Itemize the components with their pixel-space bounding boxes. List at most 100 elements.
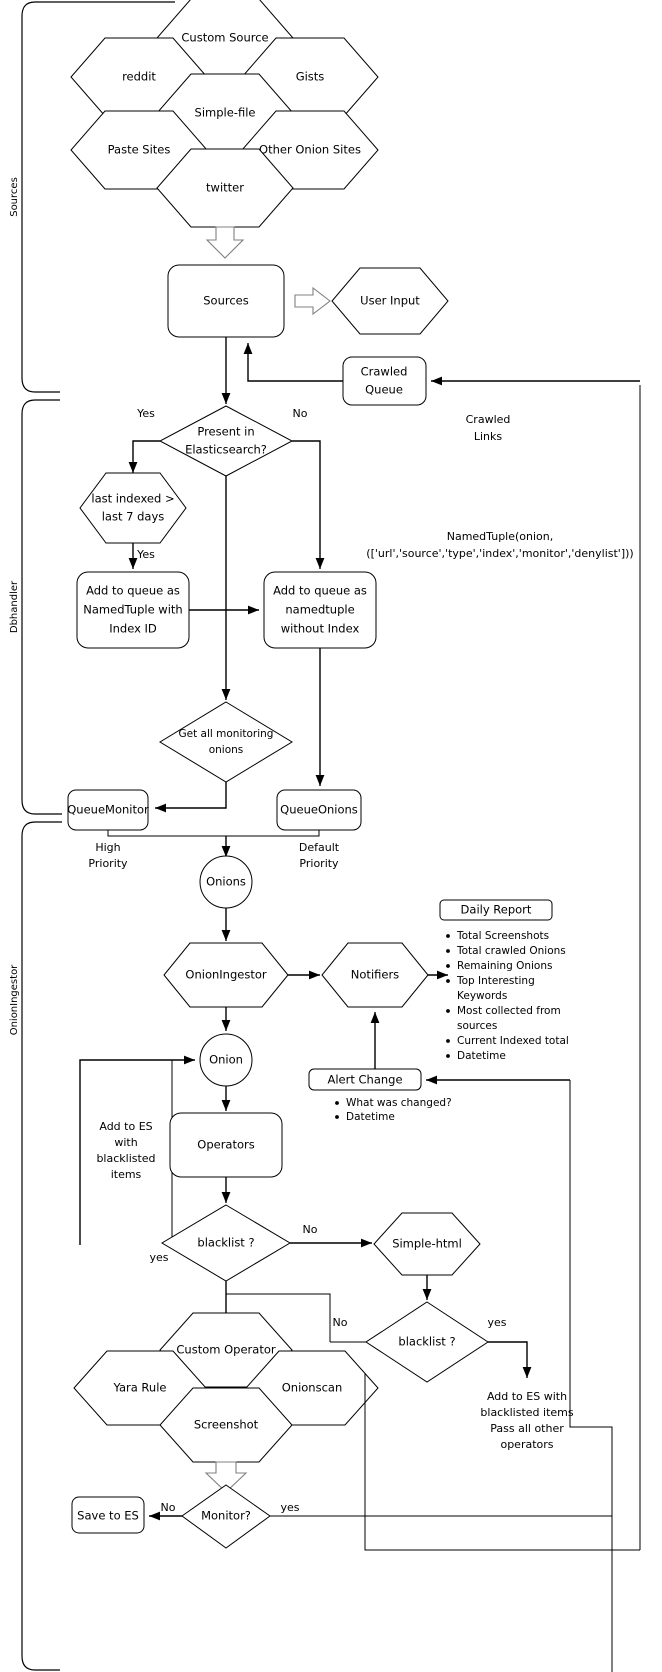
edge-label-crawled-links-line2: Links (474, 430, 503, 443)
edge-blacklist2-yes-to-addes (488, 1341, 532, 1378)
node-label-crawled-queue-line1: Crawled (361, 365, 408, 379)
node-label-last-indexed-line1: last indexed > (91, 492, 174, 506)
edge-label-yes-monitor: yes (280, 1501, 299, 1514)
hex-screenshot[interactable] (159, 1387, 293, 1463)
edge-blacklist1-right-branch (226, 1293, 331, 1342)
daily-report-item: Current Indexed total (457, 1035, 569, 1047)
edge-label-yes-indexed: Yes (136, 548, 155, 561)
node-label-queue-onions: QueueOnions (280, 803, 358, 817)
node-label-alert-change: Alert Change (327, 1073, 402, 1087)
daily-report-item: Keywords (457, 990, 507, 1002)
node-label-blacklist-2: blacklist ? (398, 1335, 455, 1349)
node-label-addqueue-without-line1: Add to queue as (273, 584, 367, 598)
hex-label-simple-file: Simple-file (195, 106, 256, 120)
annotation-add-es-left-line3: blacklisted (96, 1152, 155, 1165)
hex-label-gists: Gists (296, 70, 325, 84)
node-label-present-line2: Elasticsearch? (185, 443, 267, 457)
lane-label-onioningestor: OnionIngestor (9, 964, 20, 1035)
node-label-addqueue-with-line1: Add to queue as (86, 584, 180, 598)
annotation-add-es-left-line4: items (111, 1168, 142, 1181)
node-alert-change-box[interactable] (308, 1068, 422, 1091)
block-arrow-user-input-left (294, 286, 331, 316)
bullet-dot (446, 934, 450, 938)
node-user-input[interactable] (331, 267, 449, 335)
node-label-addqueue-with-line2: NamedTuple with (83, 603, 182, 617)
daily-report-item: Total Screenshots (456, 930, 549, 942)
hex-label-paste-sites: Paste Sites (108, 143, 171, 157)
edge-crawledqueue-to-sources (243, 343, 343, 382)
bullet-dot (446, 1039, 450, 1043)
annotation-add-es-right-line1: Add to ES with (487, 1390, 567, 1403)
node-label-monitoring-line2: onions (209, 744, 244, 756)
annotation-namedtuple-line2: (['url','source','type','index','monitor… (366, 547, 633, 560)
lane-bracket-dbhandler: Dbhandler (9, 399, 62, 815)
block-arrow-sources-down (205, 226, 245, 259)
node-simple-html[interactable] (373, 1212, 481, 1276)
edge-label-no-monitor: No (161, 1501, 176, 1514)
edge-label-yes-blacklist1: yes (149, 1251, 168, 1264)
node-label-simple-html: Simple-html (392, 1237, 462, 1251)
annotation-add-es-left-line2: with (114, 1136, 137, 1149)
alert-change-item: Datetime (346, 1111, 395, 1123)
node-save-to-es[interactable] (71, 1496, 145, 1534)
daily-report-item: sources (457, 1020, 497, 1032)
hex-twitter[interactable] (156, 148, 294, 228)
lane-bracket-sources: Sources (9, 1, 175, 393)
daily-report-item: Datetime (457, 1050, 506, 1062)
node-onion-ingestor[interactable] (163, 942, 289, 1008)
node-daily-report-box[interactable] (439, 899, 553, 921)
node-label-last-indexed-line2: last 7 days (102, 510, 165, 524)
hex-label-custom-operator: Custom Operator (176, 1343, 275, 1357)
node-label-queue-monitor: QueueMonitor (67, 803, 149, 817)
block-arrow-screenshot-down (204, 1461, 248, 1493)
node-label-monitor: Monitor? (201, 1509, 251, 1523)
hex-label-other-onion-sites: Other Onion Sites (259, 143, 361, 157)
node-label-user-input: User Input (360, 294, 420, 308)
hex-label-reddit: reddit (122, 70, 156, 84)
edge-label-high-priority-line2: Priority (88, 857, 128, 870)
bullet-dot (446, 949, 450, 953)
node-label-addqueue-without-line2: namedtuple (285, 603, 354, 617)
daily-report-item: Remaining Onions (457, 960, 552, 972)
bullet-dot (335, 1101, 339, 1105)
node-label-daily-report: Daily Report (461, 903, 532, 917)
annotation-add-es-right-line2: blacklisted items (480, 1406, 573, 1419)
source-honeycomb: Custom Source reddit Gists Simple-file P… (70, 0, 379, 228)
bullet-dot (446, 1009, 450, 1013)
daily-report-item: Top Interesting (456, 975, 535, 987)
edge-label-high-priority-line1: High (95, 841, 120, 854)
lane-label-dbhandler: Dbhandler (9, 580, 20, 633)
hex-label-yara-rule: Yara Rule (113, 1381, 167, 1395)
node-blacklist-check-2[interactable] (365, 1301, 489, 1383)
edge-label-no-blacklist1: No (303, 1223, 318, 1236)
daily-report-item: Most collected from (457, 1005, 561, 1017)
edge-queues-merge (107, 830, 320, 837)
node-label-notifiers: Notifiers (351, 968, 399, 982)
edge-label-yes-blacklist2: yes (487, 1316, 506, 1329)
node-monitor-check[interactable] (181, 1484, 271, 1549)
edge-label-crawled-links-line1: Crawled (466, 413, 511, 426)
custom-operator-honeycomb: Custom Operator Yara Rule Onionscan Scre… (73, 1312, 379, 1463)
daily-report-item: Total crawled Onions (456, 945, 566, 957)
node-label-blacklist-1: blacklist ? (197, 1236, 254, 1250)
alert-change-item: What was changed? (346, 1097, 452, 1109)
edge-label-no-blacklist2: No (333, 1316, 348, 1329)
node-present-in-elasticsearch[interactable] (158, 405, 294, 477)
hex-label-custom-source: Custom Source (181, 31, 268, 45)
node-label-operators: Operators (197, 1138, 254, 1152)
bullet-dot (446, 1054, 450, 1058)
bullet-dot (335, 1115, 339, 1119)
edge-label-yes-es: Yes (136, 407, 155, 420)
annotation-add-es-left-line1: Add to ES (99, 1120, 152, 1133)
node-label-addqueue-without-line3: without Index (281, 622, 360, 636)
annotation-add-es-right-line3: Pass all other (490, 1422, 564, 1435)
bullet-dot (446, 964, 450, 968)
node-label-sources-box: Sources (203, 294, 249, 308)
edge-label-default-priority-line1: Default (299, 841, 340, 854)
node-last-indexed[interactable] (79, 472, 187, 544)
node-notifiers[interactable] (321, 942, 429, 1008)
node-get-all-monitoring-onions[interactable] (159, 701, 293, 783)
node-label-monitoring-line1: Get all monitoring (179, 728, 274, 740)
edge-no-to-addqueue-without (292, 440, 325, 569)
edge-right-rail-inner (569, 1080, 613, 1550)
